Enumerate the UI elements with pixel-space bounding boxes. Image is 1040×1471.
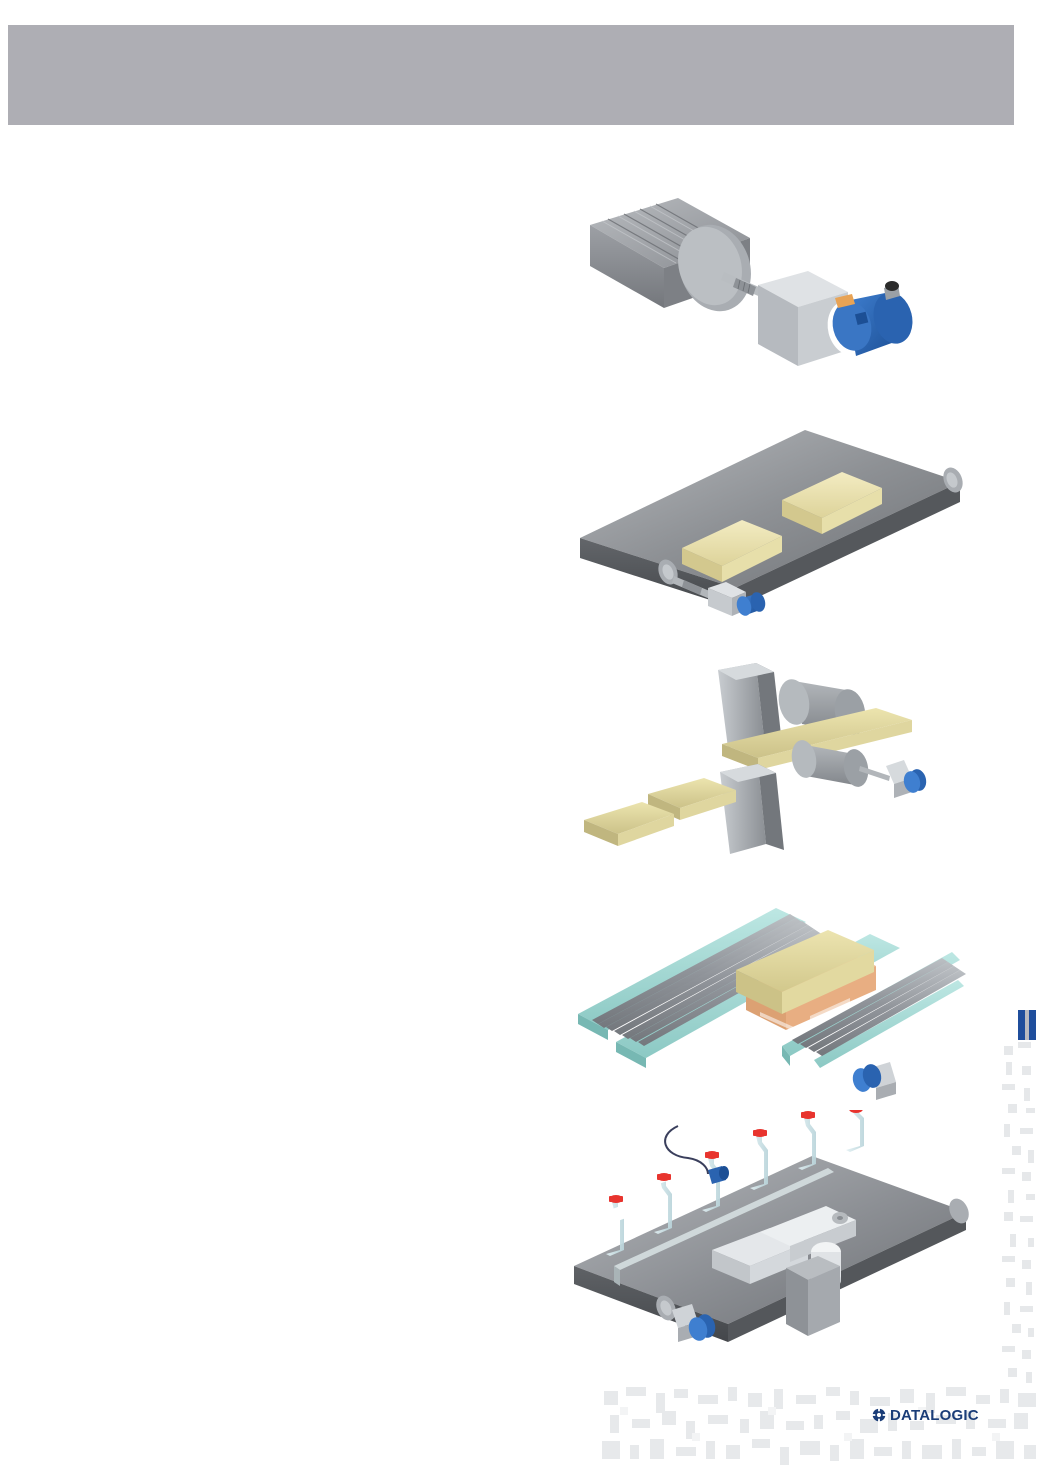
page-header-band bbox=[8, 25, 1014, 125]
m12-connector bbox=[884, 281, 900, 300]
upper-blade bbox=[718, 663, 782, 748]
illustration-column bbox=[560, 160, 980, 1360]
body-text-column bbox=[40, 160, 580, 1340]
belt-surface bbox=[580, 430, 960, 608]
datalogic-wordmark: DATALOGIC bbox=[890, 1406, 979, 1424]
datalogic-logo: DATALOGIC bbox=[872, 1405, 979, 1425]
illustration-belt-conveyor-with-encoder bbox=[560, 420, 980, 640]
blue-rotary-encoder bbox=[672, 1304, 716, 1342]
sensor-cable bbox=[664, 1125, 709, 1175]
blue-rotary-encoder bbox=[827, 281, 913, 356]
illustration-bottling-line-labeller bbox=[560, 1110, 980, 1350]
blue-photo-sensor bbox=[708, 1166, 729, 1184]
page-tab-divider bbox=[1025, 1010, 1029, 1040]
labelling-arm bbox=[712, 1206, 856, 1284]
carton-box-1 bbox=[682, 520, 782, 582]
bottle-6 bbox=[846, 1110, 864, 1152]
feed-roller-lower bbox=[791, 740, 869, 787]
bottle-4 bbox=[750, 1129, 768, 1190]
illustration-motor-with-encoder bbox=[560, 180, 980, 420]
qr-watermark-right-edge bbox=[1002, 1040, 1040, 1388]
carton-box-2 bbox=[782, 472, 882, 534]
blue-rotary-encoder bbox=[736, 592, 766, 616]
page-section-tab[interactable] bbox=[1018, 1010, 1036, 1040]
carton-load bbox=[736, 930, 874, 1014]
support-column bbox=[786, 1256, 840, 1336]
lower-blade bbox=[720, 764, 784, 854]
bottle-5 bbox=[798, 1111, 816, 1170]
bottle-2 bbox=[654, 1165, 672, 1234]
flexible-coupling bbox=[733, 278, 756, 296]
roller-shaft bbox=[859, 766, 890, 781]
idler-pulley bbox=[943, 467, 963, 493]
guide-rail bbox=[614, 1168, 834, 1286]
cut-piece-1 bbox=[584, 802, 674, 846]
bottle-1 bbox=[606, 1195, 624, 1256]
blue-rotary-encoder bbox=[852, 1062, 896, 1100]
feed-roller-upper bbox=[778, 679, 866, 735]
datalogic-crosshair-icon bbox=[872, 1408, 886, 1422]
blue-rotary-encoder bbox=[886, 760, 927, 798]
illustration-roller-conveyor-transfer bbox=[560, 890, 980, 1110]
motor-flange bbox=[678, 224, 751, 312]
illustration-cut-to-length-machine bbox=[560, 660, 980, 870]
qr-watermark-footer bbox=[600, 1385, 1040, 1471]
shaft-coupling bbox=[672, 576, 746, 616]
drive-pulley bbox=[658, 559, 678, 585]
